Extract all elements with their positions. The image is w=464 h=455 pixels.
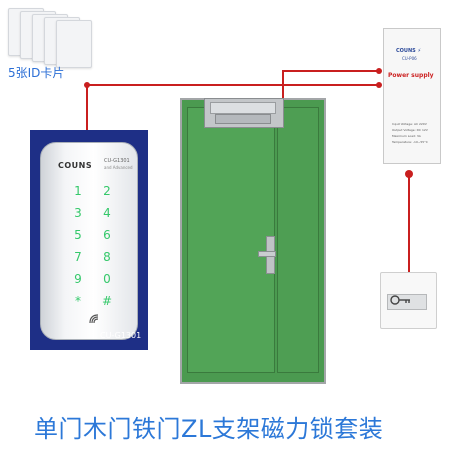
cards-label: 5张ID卡片 — [8, 66, 65, 80]
key-hash[interactable]: # — [101, 294, 113, 308]
door-leaf — [187, 107, 275, 373]
key-6[interactable]: 6 — [103, 228, 111, 242]
door-side-panel — [277, 107, 319, 373]
key-7[interactable]: 7 — [74, 250, 82, 264]
key-star[interactable]: * — [75, 294, 81, 308]
rfid-icon — [88, 313, 102, 328]
wire-joint — [405, 170, 413, 178]
wire-joint — [84, 82, 90, 88]
armature-plate — [215, 114, 271, 124]
wire — [86, 84, 88, 132]
access-keypad — [40, 142, 138, 340]
power-supply-spec: Maximum Load: 3A — [392, 134, 421, 138]
key-0[interactable]: 0 — [103, 272, 111, 286]
wire — [408, 175, 410, 273]
keypad-sub-small: and Advanced — [104, 165, 133, 170]
wire — [86, 84, 380, 86]
key-9[interactable]: 9 — [74, 272, 82, 286]
wire — [282, 70, 284, 110]
keypad-brand: COUNS — [58, 161, 93, 170]
id-card — [56, 20, 92, 68]
power-supply-model: CU-P06 — [402, 56, 417, 61]
power-supply-spec: Output Voltage: DC 12V — [392, 128, 428, 132]
door-handle-icon — [258, 251, 276, 257]
power-supply-title: Power supply — [388, 72, 434, 79]
key-icon — [390, 294, 412, 309]
key-5[interactable]: 5 — [74, 228, 82, 242]
key-3[interactable]: 3 — [74, 206, 82, 220]
key-4[interactable]: 4 — [103, 206, 111, 220]
key-8[interactable]: 8 — [103, 250, 111, 264]
power-supply-brand: COUNS ⚡ — [396, 48, 422, 54]
magnetic-lock — [210, 102, 276, 114]
product-caption: 单门木门铁门ZL支架磁力锁套装 — [34, 415, 384, 443]
key-2[interactable]: 2 — [103, 184, 111, 198]
wire-joint — [376, 68, 382, 74]
power-supply — [383, 28, 441, 164]
power-supply-spec: Temperature: -10~55°C — [392, 140, 428, 144]
keypad-model: CU-G1301 — [100, 331, 142, 340]
exit-button-key — [387, 294, 427, 310]
wire-joint — [376, 82, 382, 88]
key-1[interactable]: 1 — [74, 184, 82, 198]
wire — [282, 70, 380, 72]
keypad-model-small: CU-G1301 — [104, 158, 130, 164]
power-supply-spec: Input Voltage: AC 220V — [392, 122, 427, 126]
